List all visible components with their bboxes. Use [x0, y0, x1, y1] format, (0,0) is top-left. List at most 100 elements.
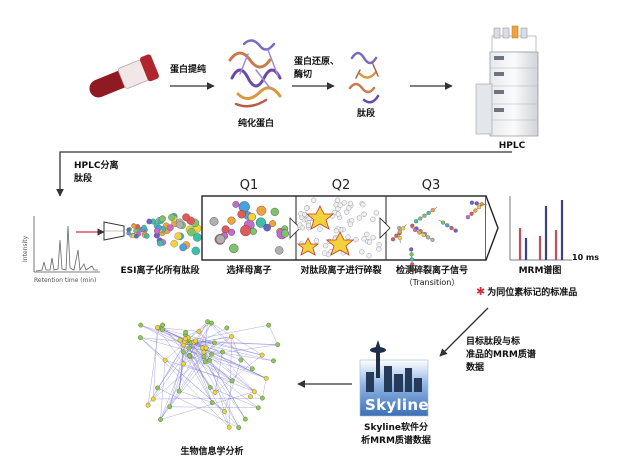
q3-label: Q3 [421, 178, 441, 193]
ion-dot [154, 227, 161, 234]
target-data-line1: 目标肽段与标 [466, 337, 521, 347]
blood-tube-icon [89, 54, 159, 98]
ion-dot [192, 233, 202, 242]
legend-text: 为同位素标记的标准品 [487, 288, 578, 298]
step-peptides: 肽段 [356, 109, 376, 119]
fragment-atom [422, 213, 427, 218]
ion-dot [141, 224, 147, 231]
fragment-atom [426, 235, 431, 240]
network-node [202, 359, 208, 365]
q2-ion [356, 215, 363, 221]
network-node [224, 325, 230, 331]
skyline-desc-line2: 析MRM质谱数据 [361, 436, 431, 446]
fragment-atom [445, 223, 450, 228]
network-edge [165, 359, 233, 382]
q3-fragment-chains [390, 200, 487, 275]
q1-ion [215, 234, 226, 244]
network-node [205, 319, 211, 325]
network-node [209, 351, 214, 357]
fragment-atom [449, 225, 454, 231]
fragment-atom [469, 211, 474, 216]
network-node [207, 384, 213, 390]
network-node [160, 322, 166, 328]
network-node [193, 338, 199, 344]
network-node [212, 390, 218, 395]
fragment-atom [426, 210, 431, 216]
q2-ion [317, 226, 323, 232]
network-node [137, 335, 143, 340]
fragment-atom [430, 237, 435, 242]
q1-ion [209, 217, 219, 226]
network-node [180, 349, 186, 355]
network-edge [157, 351, 184, 389]
arrow-hplc-to-chromatogram [56, 151, 512, 197]
network-node [247, 394, 253, 400]
network-edge [224, 359, 242, 412]
network-edge [153, 356, 205, 400]
q1-ion [269, 220, 276, 228]
network-edge [214, 351, 223, 393]
peptide-ribbon-icon [348, 51, 380, 104]
network-node [150, 396, 156, 402]
fragment-atom [469, 200, 474, 205]
network-node [251, 389, 257, 394]
network-edge [183, 336, 232, 365]
network-edge [211, 322, 253, 369]
fragment-atom [390, 237, 396, 242]
q2-ion [299, 225, 306, 231]
fragment-atom [440, 220, 446, 225]
network-node [201, 354, 207, 360]
fragment-atom [410, 223, 415, 228]
q2-ion [313, 238, 320, 244]
network-edge [268, 325, 278, 345]
step-mrm-spectrum: MRM谱图 [518, 266, 562, 276]
network-node [177, 337, 183, 343]
q2-ion [353, 237, 359, 243]
network-node [196, 328, 202, 334]
fragment-atom [477, 205, 482, 210]
q1-ion [240, 225, 252, 237]
ion-dot [191, 246, 201, 256]
q2-ion [373, 210, 379, 216]
q2-ion [321, 250, 328, 256]
arrow-data-to-skyline [439, 307, 489, 357]
fragment-atom [453, 228, 458, 233]
q2-ion [304, 205, 310, 211]
network-node [154, 325, 160, 330]
network-node [266, 322, 272, 328]
network-node [275, 342, 281, 348]
q1-ion [249, 227, 257, 235]
network-node [238, 357, 244, 363]
q2-ion [361, 211, 367, 217]
fragment-atom [410, 262, 415, 267]
q2-label: Q2 [331, 178, 351, 193]
network-edge [209, 360, 230, 428]
esi-emitter-icon [103, 221, 125, 241]
network-edge [147, 340, 187, 406]
network-edge [194, 341, 274, 362]
q2-ion [344, 209, 350, 215]
network-node [138, 322, 144, 328]
ion-dot [144, 233, 150, 239]
q2-ion [335, 206, 341, 212]
network-node [203, 345, 209, 351]
network-edge [140, 337, 253, 369]
q1-ion [247, 212, 257, 222]
network-node [182, 336, 188, 342]
q2-ion [370, 216, 376, 222]
network-node [229, 378, 235, 384]
network-node [263, 375, 269, 381]
network-edge [140, 337, 230, 428]
fragment-atom [421, 232, 426, 238]
network-edge [189, 356, 213, 403]
q1-ion [237, 209, 246, 219]
network-edge [179, 390, 213, 403]
ion-dot [133, 228, 138, 234]
ion-dot [156, 240, 164, 247]
network-node [226, 424, 232, 430]
step-reduce-line2: 酶切 [294, 70, 313, 80]
q2-ion [366, 253, 372, 259]
network-graph-icon [137, 319, 281, 430]
fragment-atom [473, 208, 478, 213]
